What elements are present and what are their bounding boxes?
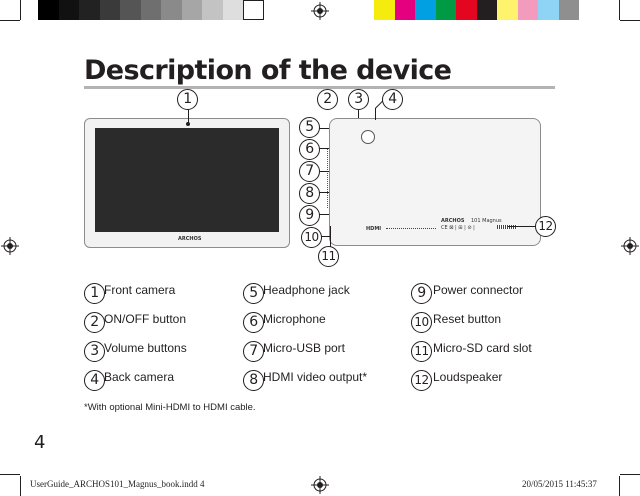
callout-2: 2 [317,89,338,110]
color-swatch [476,0,497,20]
back-camera-ring [361,130,375,144]
print-slug-filename: UserGuide_ARCHOS101_Magnus_book.indd 4 [30,479,205,489]
callout-4: 4 [382,89,403,110]
grey-swatch [38,0,59,20]
legend-label-reset-button: Reset button [433,312,502,326]
back-regulatory-text [386,228,436,229]
back-model: 101 Magnus [471,218,502,224]
title-divider [84,86,555,89]
grey-swatch [202,0,223,20]
legend-label-hdmi-video-output: HDMI video output* [263,370,368,384]
callout-5: 5 [299,117,320,138]
print-slug-timestamp: 20/05/2015 11:45:37 [522,479,597,489]
front-camera-dot [186,122,190,126]
callout-9: 9 [299,205,320,226]
callout-10: 10 [301,227,322,248]
legend-number-11: 11 [411,341,432,362]
grey-swatch [243,0,264,20]
legend-number-6: 6 [243,312,264,333]
page-title: Description of the device [84,55,452,86]
back-logo: ARCHOS [441,218,465,224]
legend-number-7: 7 [243,341,264,362]
legend-label-micro-usb-port: Micro-USB port [263,341,346,355]
legend-label-micro-sd-card-slot: Micro-SD card slot [433,341,532,355]
grey-swatch [58,0,79,20]
legend-label-power-connector: Power connector [433,283,524,297]
color-swatch [497,0,518,20]
legend-label-back-camera: Back camera [104,370,175,384]
tablet-front-screen [95,128,279,232]
callout-11: 11 [318,246,339,267]
legend-number-1: 1 [84,283,105,304]
callout-1: 1 [177,89,198,110]
legend-number-5: 5 [243,283,264,304]
callout-7: 7 [299,161,320,182]
grey-swatch [120,0,141,20]
legend-label-loudspeaker: Loudspeaker [433,370,503,384]
grey-swatch [79,0,100,20]
grey-swatch [222,0,243,20]
legend-label-front-camera: Front camera [104,283,176,297]
legend-number-10: 10 [411,312,432,333]
legend-number-3: 3 [84,341,105,362]
footnote: *With optional Mini-HDMI to HDMI cable. [84,402,256,413]
callout-6: 6 [299,139,320,160]
back-side-ports [327,148,331,208]
color-swatch [394,0,415,20]
back-hdmi-mark: HDMI [366,226,382,232]
registration-mark-left-icon [1,237,19,255]
registration-mark-right-icon [621,237,639,255]
color-swatch [435,0,456,20]
grey-swatch [181,0,202,20]
page-number: 4 [34,432,46,453]
back-loudspeaker-grille [497,225,517,229]
legend-label-microphone: Microphone [263,312,326,326]
color-swatch [456,0,477,20]
color-swatch [415,0,436,20]
color-swatch [517,0,538,20]
callout-3: 3 [348,89,369,110]
front-logo: ARCHOS [178,236,202,242]
legend-number-12: 12 [411,370,432,391]
back-regulatory-icons: CE ⊠ | ⊞ | ⊘ | [441,225,475,231]
legend-label-volume-buttons: Volume buttons [104,341,187,355]
grey-swatch [161,0,182,20]
color-swatch [374,0,395,20]
legend-number-8: 8 [243,370,264,391]
grey-swatch [140,0,161,20]
legend-number-4: 4 [84,370,105,391]
legend-number-2: 2 [84,312,105,333]
callout-12: 12 [535,216,556,237]
registration-mark-top-icon [311,2,329,20]
legend-number-9: 9 [411,283,432,304]
grey-swatch [99,0,120,20]
color-swatch [538,0,559,20]
color-swatch [558,0,579,20]
callout-8: 8 [299,183,320,204]
registration-mark-bottom-icon [311,476,329,494]
legend-label-headphone-jack: Headphone jack [263,283,350,297]
legend-label-on-off-button: ON/OFF button [104,312,187,326]
